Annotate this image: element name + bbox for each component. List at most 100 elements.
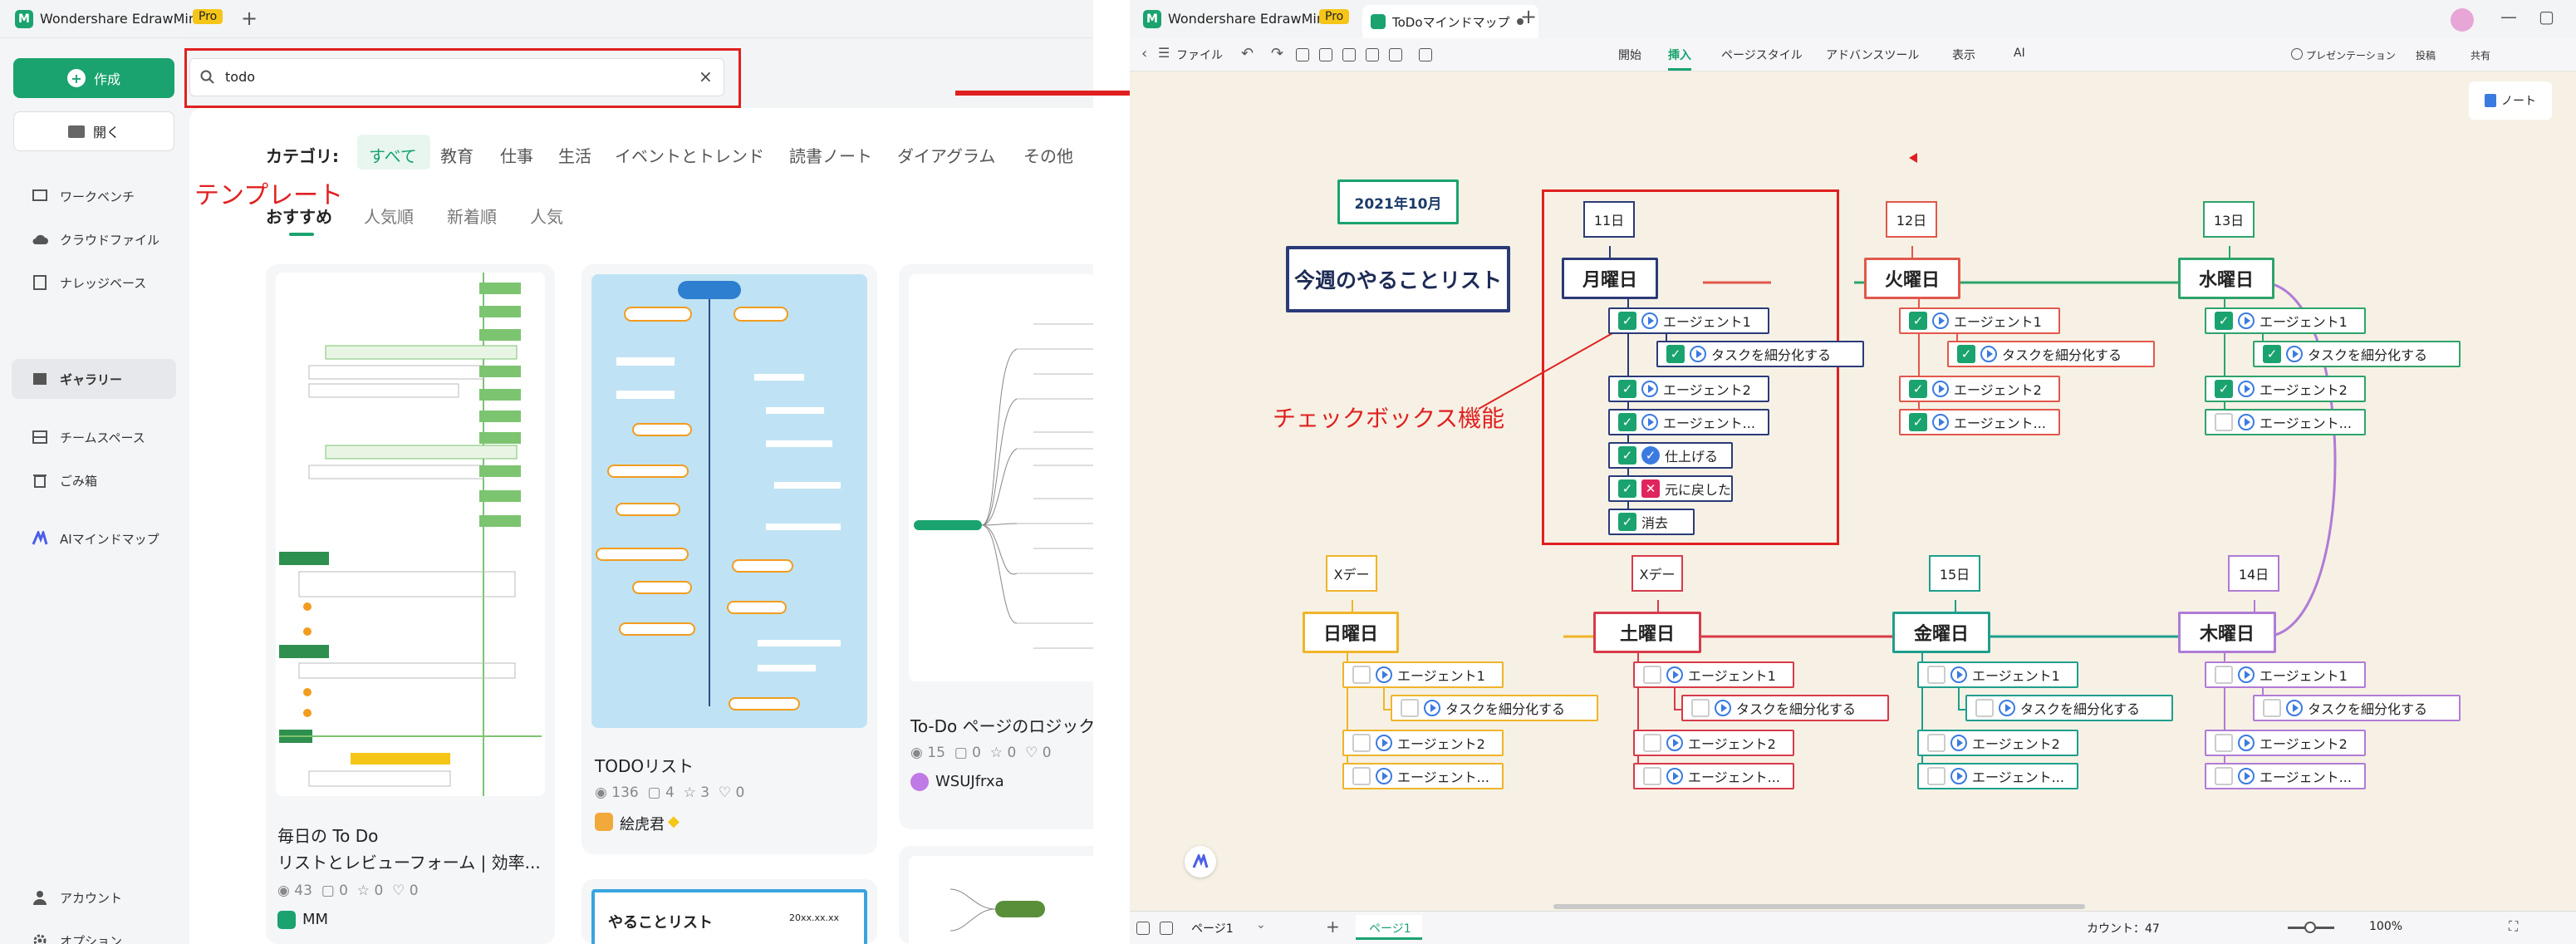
- menu-advanced-tools[interactable]: アドバンスツール: [1826, 47, 1919, 63]
- task-item[interactable]: エージェント2: [1342, 730, 1504, 756]
- menu-icon[interactable]: ☰: [1158, 45, 1170, 61]
- task-item[interactable]: エージェント2: [1917, 730, 2078, 756]
- checkbox-empty-icon[interactable]: [2215, 734, 2233, 752]
- day-node-wednesday[interactable]: 水曜日: [2178, 258, 2274, 299]
- date-tag-wednesday[interactable]: 13日: [2203, 201, 2255, 238]
- category-reading[interactable]: 読書ノート: [789, 143, 872, 167]
- task-item[interactable]: エージェント...: [2205, 409, 2366, 435]
- task-item[interactable]: タスクを細分化する: [1965, 695, 2173, 721]
- tab-recommended[interactable]: おすすめ: [266, 204, 332, 228]
- tab-newest[interactable]: 新着順: [447, 204, 497, 228]
- sidebar-item-options[interactable]: オプション: [12, 921, 176, 944]
- sidebar-item-cloud-files[interactable]: クラウドファイル: [12, 219, 176, 259]
- sidebar-item-team-space[interactable]: チームスペース: [12, 417, 176, 457]
- date-tag-tuesday[interactable]: 12日: [1886, 201, 1937, 238]
- task-item[interactable]: エージェント2: [1633, 730, 1794, 756]
- task-item[interactable]: ✓エージェント2: [1608, 376, 1769, 402]
- checkbox-checked-icon[interactable]: ✓: [1618, 312, 1636, 330]
- task-item[interactable]: ✓エージェント2: [1899, 376, 2060, 402]
- checkbox-checked-icon[interactable]: ✓: [1909, 413, 1927, 431]
- template-card-yarukoto[interactable]: やることリスト 20xx.xx.xx: [581, 879, 877, 944]
- ai-assistant-button[interactable]: [1185, 846, 1216, 878]
- date-tag-thursday[interactable]: 14日: [2228, 555, 2279, 592]
- checkbox-checked-icon[interactable]: ✓: [1909, 312, 1927, 330]
- checkbox-empty-icon[interactable]: [1691, 699, 1710, 717]
- task-item[interactable]: エージェント1: [1633, 661, 1794, 688]
- checkbox-empty-icon[interactable]: [1352, 734, 1371, 752]
- task-item[interactable]: ✓消去: [1608, 509, 1695, 535]
- fullscreen-icon[interactable]: ⛶: [2509, 918, 2518, 935]
- horizontal-scrollbar[interactable]: [1553, 904, 2085, 909]
- clear-search-icon[interactable]: ×: [699, 66, 713, 86]
- template-card-todo-list[interactable]: TODOリスト ◉ 136 ▢ 4 ☆ 3 ♡ 0 絵虎君 ◆: [581, 264, 877, 854]
- avatar[interactable]: [2451, 8, 2474, 32]
- category-diagram[interactable]: ダイアグラム: [897, 143, 995, 167]
- template-card-todo-logic[interactable]: To-Do ページのロジック ◉ 15 ▢ 0 ☆ 0 ♡ 0 WSUJfrxa: [899, 264, 1093, 829]
- tab-popular-2[interactable]: 人気: [530, 204, 563, 228]
- task-item[interactable]: ✓✓仕上げる: [1608, 442, 1733, 469]
- checkbox-empty-icon[interactable]: [1927, 666, 1945, 684]
- task-item[interactable]: エージェント...: [1633, 763, 1794, 789]
- checkbox-checked-icon[interactable]: ✓: [1666, 345, 1685, 363]
- task-item[interactable]: ✓エージェント1: [2205, 307, 2366, 334]
- page-view-icon[interactable]: [1160, 922, 1173, 935]
- task-item[interactable]: エージェント...: [2205, 763, 2366, 789]
- checkbox-empty-icon[interactable]: [2215, 767, 2233, 785]
- task-item[interactable]: ✓エージェント...: [1899, 409, 2060, 435]
- category-life[interactable]: 生活: [558, 143, 591, 167]
- task-item[interactable]: エージェント2: [2205, 730, 2366, 756]
- checkbox-empty-icon[interactable]: [1352, 767, 1371, 785]
- checkbox-checked-icon[interactable]: ✓: [1618, 380, 1636, 398]
- task-item[interactable]: タスクを細分化する: [1391, 695, 1598, 721]
- day-node-tuesday[interactable]: 火曜日: [1864, 258, 1960, 299]
- task-item[interactable]: タスクを細分化する: [1681, 695, 1889, 721]
- print-icon[interactable]: [1366, 48, 1379, 61]
- undo-icon[interactable]: ↶: [1241, 45, 1254, 62]
- checkbox-empty-icon[interactable]: [1927, 734, 1945, 752]
- minimize-icon[interactable]: —: [2500, 7, 2517, 27]
- day-node-sunday[interactable]: 日曜日: [1303, 612, 1399, 653]
- open-folder-icon[interactable]: [1319, 48, 1332, 61]
- checkbox-checked-icon[interactable]: ✓: [2263, 345, 2281, 363]
- checkbox-empty-icon[interactable]: [1643, 666, 1661, 684]
- menu-insert[interactable]: 挿入: [1668, 47, 1691, 63]
- page-select[interactable]: ページ1: [1191, 920, 1234, 937]
- day-node-thursday[interactable]: 木曜日: [2178, 612, 2276, 653]
- task-item[interactable]: ✓タスクを細分化する: [2253, 341, 2461, 367]
- menu-share[interactable]: 共有: [2471, 48, 2490, 62]
- search-input[interactable]: todo ×: [189, 58, 724, 96]
- category-education[interactable]: 教育: [440, 143, 473, 167]
- checkbox-empty-icon[interactable]: [1975, 699, 1994, 717]
- file-menu[interactable]: ファイル: [1176, 47, 1223, 63]
- category-all[interactable]: すべて: [369, 143, 417, 167]
- task-item[interactable]: エージェント...: [1917, 763, 2078, 789]
- checkbox-checked-icon[interactable]: ✓: [1909, 380, 1927, 398]
- checkbox-empty-icon[interactable]: [1352, 666, 1371, 684]
- chevron-down-icon[interactable]: ⌄: [1256, 918, 1266, 932]
- task-item[interactable]: エージェント1: [1917, 661, 2078, 688]
- task-item[interactable]: エージェント1: [1342, 661, 1504, 688]
- checkbox-empty-icon[interactable]: [2215, 413, 2233, 431]
- root-node[interactable]: 今週のやることリスト: [1286, 246, 1510, 312]
- task-item[interactable]: ✓✕元に戻した: [1608, 475, 1733, 502]
- maximize-icon[interactable]: ▢: [2539, 7, 2554, 27]
- back-icon[interactable]: ‹: [1141, 45, 1147, 62]
- tab-popular[interactable]: 人気順: [364, 204, 414, 228]
- task-item[interactable]: ✓タスクを細分化する: [1656, 341, 1864, 367]
- date-tag-sunday[interactable]: Xデー: [1326, 555, 1377, 592]
- day-node-friday[interactable]: 金曜日: [1892, 612, 1990, 653]
- checkbox-empty-icon[interactable]: [1643, 734, 1661, 752]
- create-button[interactable]: + 作成: [13, 58, 174, 98]
- template-card-partial[interactable]: [899, 846, 1093, 944]
- open-button[interactable]: 開く: [13, 111, 174, 151]
- date-tag-friday[interactable]: 15日: [1929, 555, 1980, 592]
- edit-icon[interactable]: [1419, 48, 1432, 61]
- new-tab-plus-icon[interactable]: +: [241, 7, 258, 30]
- template-card-daily-todo[interactable]: 毎日の To Do リストとレビューフォーム | 効率... ◉ 43 ▢ 0 …: [266, 264, 555, 944]
- checkbox-empty-icon[interactable]: [1927, 767, 1945, 785]
- export-icon[interactable]: [1389, 48, 1402, 61]
- category-other[interactable]: その他: [1023, 143, 1073, 167]
- checkbox-empty-icon[interactable]: [2263, 699, 2281, 717]
- zoom-slider-handle[interactable]: [2304, 922, 2316, 933]
- menu-ai[interactable]: AI: [2014, 47, 2025, 60]
